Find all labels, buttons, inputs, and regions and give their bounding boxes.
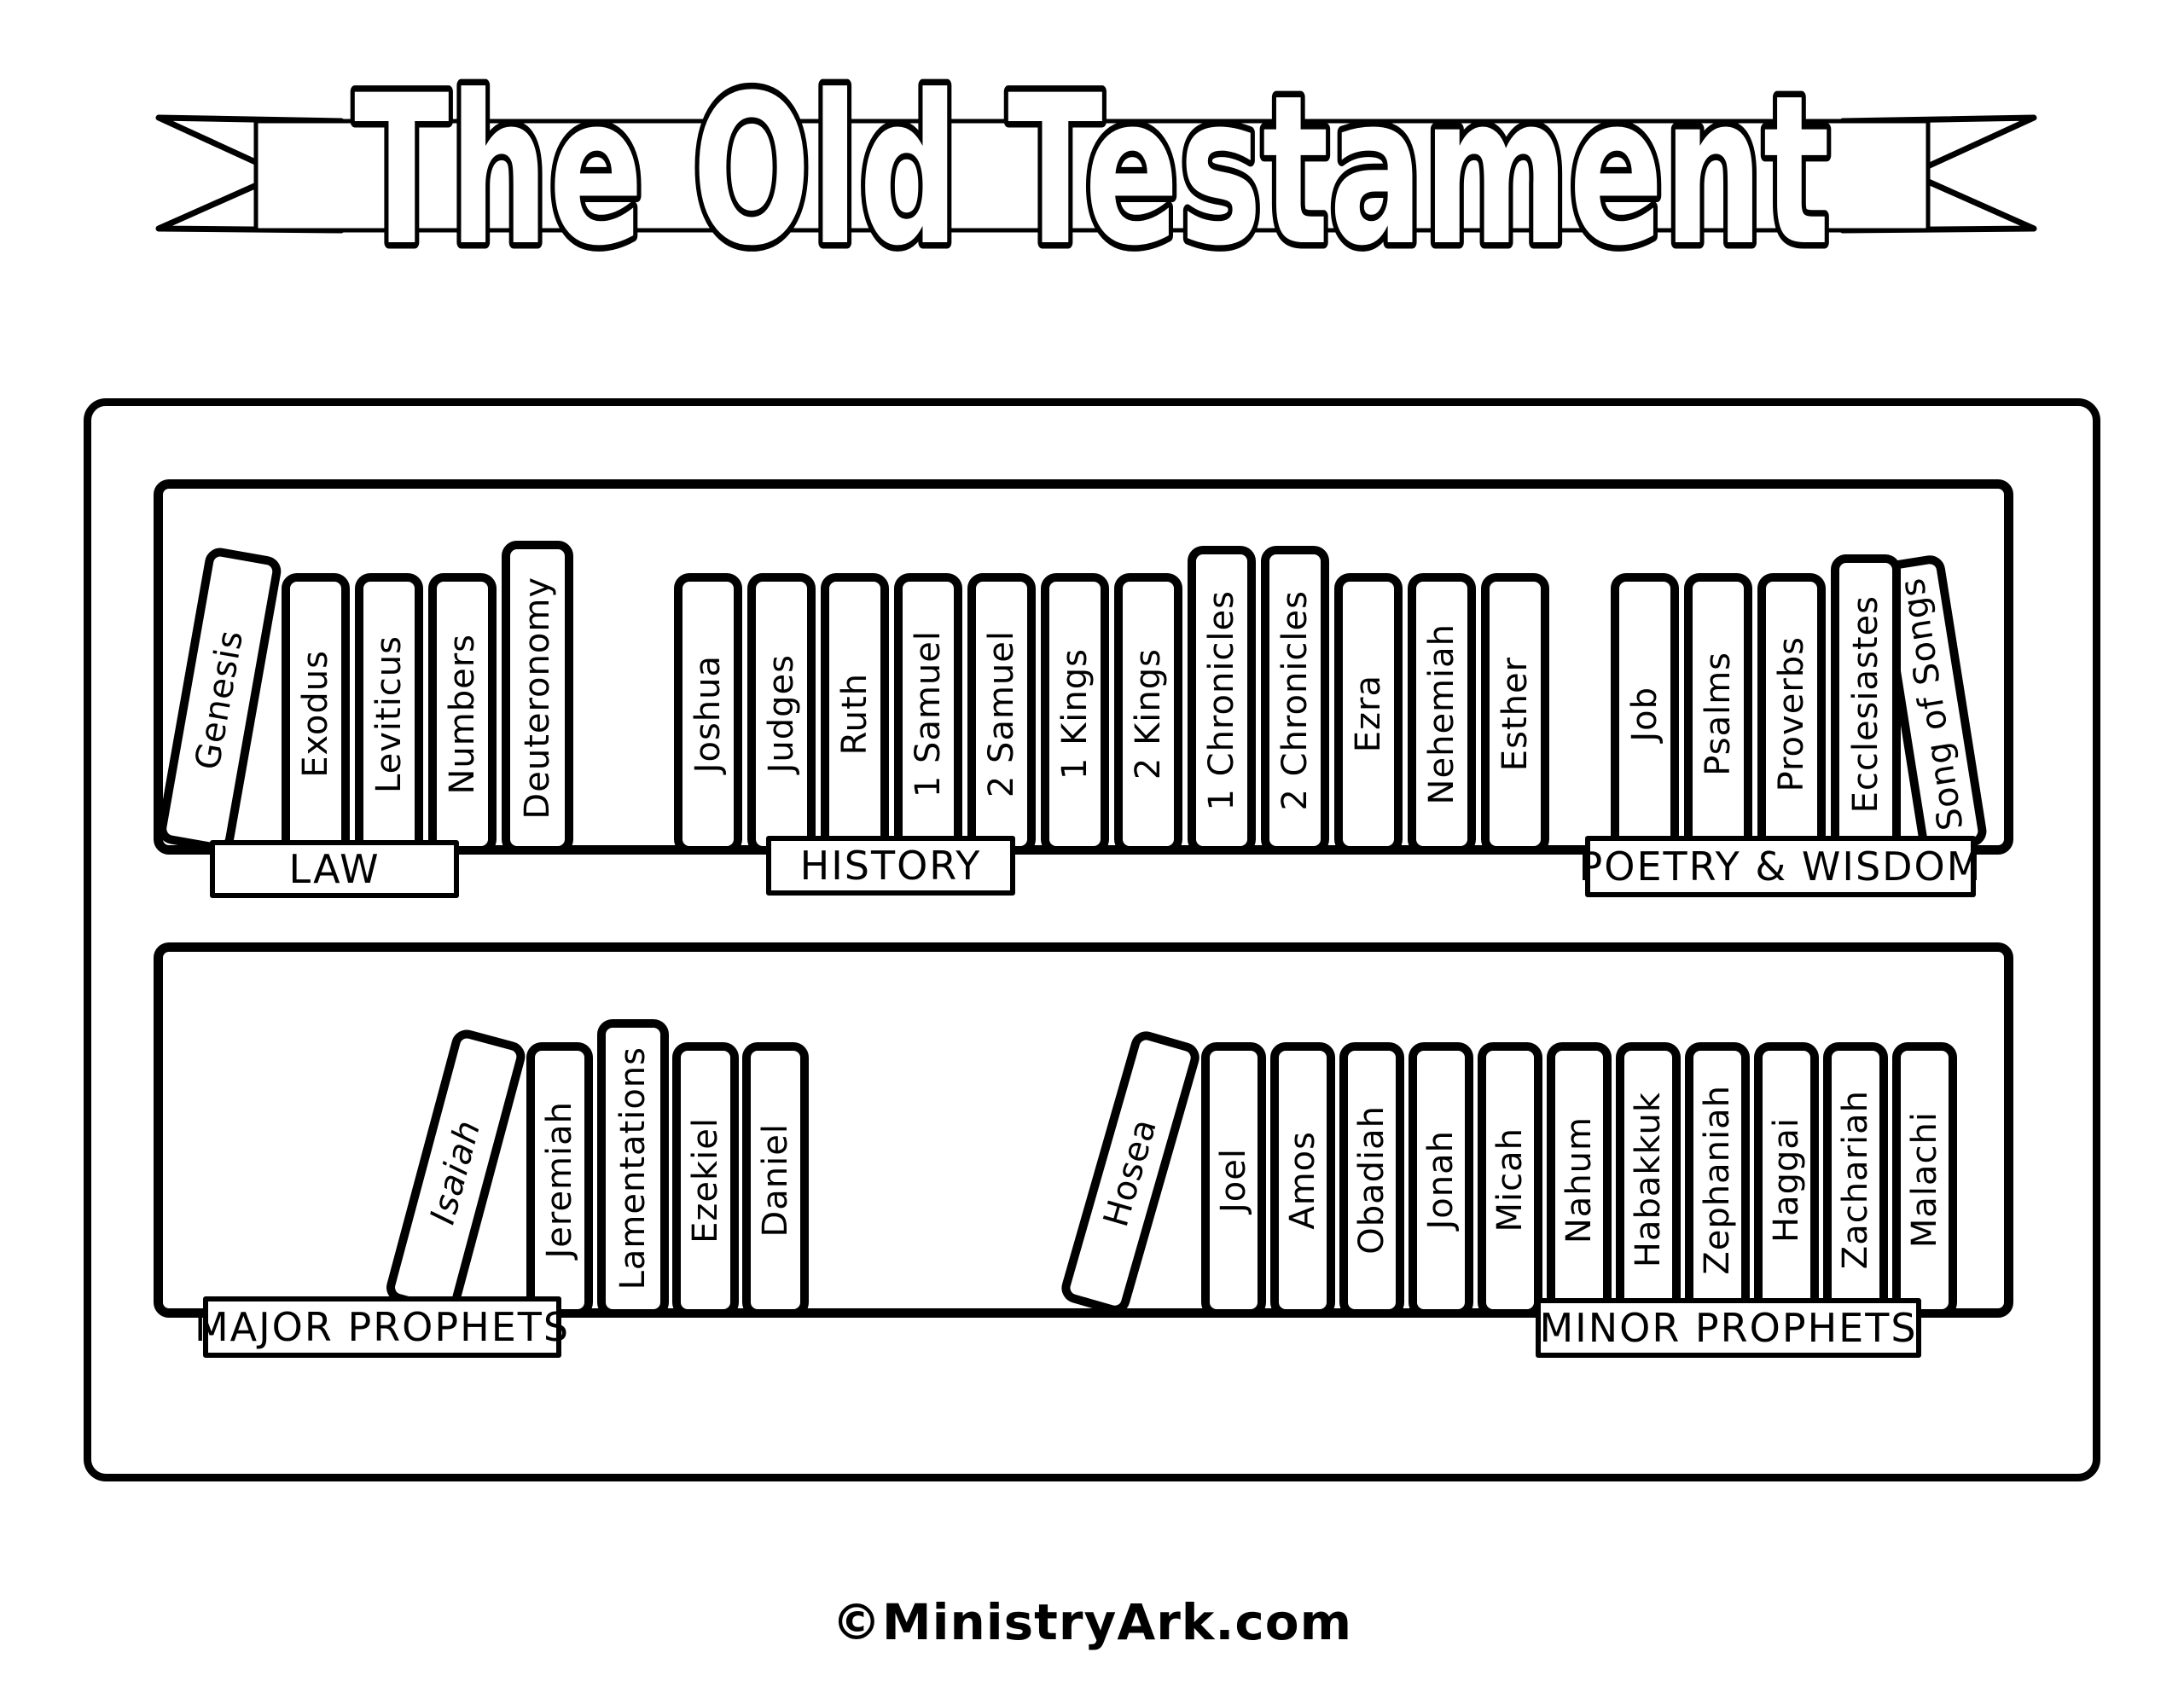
label-poetry-wisdom: POETRY & WISDOM [1579, 836, 1980, 897]
book-spine-habakkuk: Habakkuk [1616, 1042, 1681, 1318]
book-spine-job: Job [1611, 573, 1679, 855]
book-spine-hosea: Hosea [1058, 1028, 1203, 1318]
book-spine-zachariah: Zachariah [1823, 1042, 1888, 1318]
book-title: 1 Chronicles [1202, 589, 1241, 811]
book-title: Habakkuk [1629, 1092, 1668, 1268]
book-title: Ecclesiastes [1846, 595, 1885, 814]
label-major-prophets: MAJOR PROPHETS [195, 1296, 568, 1358]
book-title: Zephaniah [1698, 1085, 1737, 1275]
book-title: Obadiah [1352, 1105, 1391, 1255]
book-spine-amos: Amos [1270, 1042, 1335, 1318]
book-title: Amos [1283, 1130, 1322, 1230]
book-spine-1-samuel: 1 Samuel [894, 573, 962, 855]
label-law: LAW [210, 840, 459, 898]
book-title: 2 Kings [1129, 647, 1168, 780]
label-history: HISTORY [766, 836, 1015, 896]
book-title: Nahum [1560, 1116, 1599, 1244]
book-title: Job [1625, 686, 1664, 742]
book-spine-judges: Judges [747, 573, 816, 855]
title-banner: The Old Testament [155, 45, 2037, 299]
ribbon-band [253, 119, 1931, 233]
book-title: Micah [1490, 1128, 1530, 1232]
page-title: The Old Testament [354, 51, 1830, 292]
book-title: Ezekiel [686, 1116, 725, 1244]
book-spine-1-kings: 1 Kings [1041, 573, 1109, 855]
ribbon [155, 114, 2037, 234]
book-title: 2 Chronicles [1275, 589, 1315, 811]
book-title: Numbers [443, 633, 482, 795]
book-spine-micah: Micah [1478, 1042, 1542, 1318]
book-spine-joel: Joel [1201, 1042, 1266, 1318]
book-spine-leviticus: Leviticus [355, 573, 423, 855]
book-spine-daniel: Daniel [742, 1042, 809, 1318]
book-title: Nehemiah [1422, 623, 1461, 805]
book-spine-ruth: Ruth [821, 573, 889, 855]
book-spine-deuteronomy: Deuteronomy [502, 541, 573, 855]
label-minor-prophets: MINOR PROPHETS [1536, 1298, 1921, 1358]
book-spine-psalms: Psalms [1684, 573, 1752, 855]
book-title: Hosea [1096, 1114, 1165, 1232]
book-title: Proverbs [1772, 635, 1811, 792]
book-spine-joshua: Joshua [674, 573, 742, 855]
book-spine-nahum: Nahum [1547, 1042, 1612, 1318]
book-spine-numbers: Numbers [428, 573, 497, 855]
book-spine-ezra: Ezra [1334, 573, 1403, 855]
book-spine-exodus: Exodus [282, 573, 350, 855]
book-spine-proverbs: Proverbs [1757, 573, 1826, 855]
footer-credit: ©MinistryArk.com [831, 1593, 1353, 1651]
book-title: Jonah [1421, 1130, 1461, 1230]
book-spine-zephaniah: Zephaniah [1685, 1042, 1750, 1318]
book-spine-2-samuel: 2 Samuel [967, 573, 1036, 855]
book-title: Joel [1214, 1147, 1253, 1213]
book-title: Joshua [688, 654, 728, 774]
book-title: Exodus [296, 650, 335, 778]
book-title: Zachariah [1836, 1090, 1875, 1270]
book-spine-haggai: Haggai [1754, 1042, 1819, 1318]
book-title: Leviticus [369, 635, 409, 793]
book-spine-2-kings: 2 Kings [1114, 573, 1182, 855]
book-title: Judges [762, 654, 801, 774]
book-title: 1 Samuel [909, 629, 948, 798]
book-title: Haggai [1767, 1117, 1806, 1243]
book-title: Jeremiah [540, 1101, 579, 1259]
book-title: Ruth [835, 672, 874, 756]
book-spine-2-chronicles: 2 Chronicles [1261, 546, 1329, 855]
book-spine-1-chronicles: 1 Chronicles [1188, 546, 1256, 855]
book-spine-esther: Esther [1481, 573, 1549, 855]
book-title: Lamentations [613, 1046, 653, 1290]
book-title: Psalms [1699, 652, 1738, 776]
book-spine-nehemiah: Nehemiah [1408, 573, 1476, 855]
book-title: Esther [1496, 656, 1535, 772]
book-title: Ezra [1349, 675, 1388, 753]
book-spine-obadiah: Obadiah [1339, 1042, 1404, 1318]
book-title: Daniel [756, 1122, 795, 1238]
book-title: Malachi [1905, 1111, 1944, 1249]
book-spine-lamentations: Lamentations [597, 1019, 669, 1318]
book-spine-jeremiah: Jeremiah [526, 1042, 593, 1318]
book-title: 2 Samuel [982, 629, 1021, 798]
book-spine-ecclesiastes: Ecclesiastes [1831, 554, 1901, 855]
book-title: 1 Kings [1055, 647, 1095, 780]
book-spine-malachi: Malachi [1892, 1042, 1957, 1318]
book-spine-ezekiel: Ezekiel [672, 1042, 739, 1318]
book-title: Deuteronomy [518, 576, 557, 820]
book-spine-jonah: Jonah [1409, 1042, 1473, 1318]
